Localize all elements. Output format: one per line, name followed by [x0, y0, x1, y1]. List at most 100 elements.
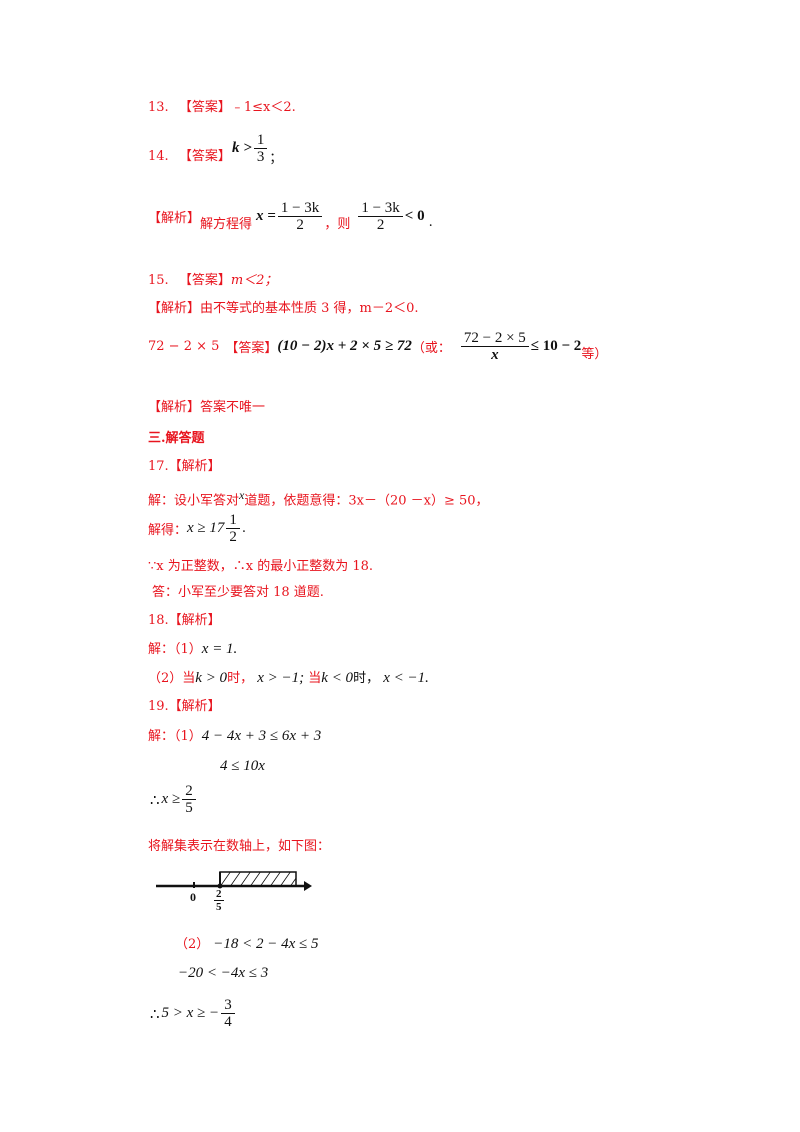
number-line-figure	[156, 871, 312, 891]
q19-line3-a: ∴	[150, 790, 160, 809]
q16-tag: 【答案】	[225, 341, 278, 356]
q18-line2: （2）当k > 0时， x > −1; 当k < 0时， x < −1.	[148, 669, 429, 688]
q14-analysis-frac1: 1 − 3k 2	[277, 200, 323, 233]
q14-analysis-frac1-num: 1 − 3k	[277, 200, 323, 217]
q14-analysis-text: 解方程得	[200, 217, 253, 232]
q19-line3: ∴ x ≥ 2 5	[150, 783, 198, 816]
q19-line3-frac-num: 2	[182, 783, 196, 800]
q17-line1: 解：设小军答对x道题，依题意得：3x－（20 －x）≥ 50，	[148, 486, 489, 510]
q14-tag: 【答案】	[178, 149, 231, 164]
q18-line2-h: x < −1.	[383, 670, 429, 686]
q17-line2-a: 解得：	[148, 523, 188, 538]
q18-head: 18.【解析】	[148, 613, 221, 628]
q19-head: 19.【解析】	[148, 699, 221, 714]
q15-analysis-tag: 【解析】	[148, 301, 201, 316]
number-line-arrow	[304, 881, 312, 891]
q14-analysis-then: ，则	[324, 217, 351, 232]
q13-line: 13. 【答案】﹣1≤x＜2.	[148, 99, 296, 117]
q17-line2-frac-den: 2	[229, 529, 237, 545]
q16-rel: ≤ 10 − 2	[530, 338, 582, 354]
q17-line1-b: 道题，依题意得：3x－（20 －x）≥ 50，	[244, 493, 489, 509]
q15-analysis: 【解析】由不等式的基本性质 3 得，m－2＜0.	[148, 300, 419, 318]
q16-fraction-den: x	[491, 347, 499, 363]
q14-tail: ；	[269, 151, 283, 166]
q18-line2-c: 时，	[227, 671, 254, 686]
axis-zero-label: 0	[190, 890, 196, 904]
q19-line5-a: （2）	[175, 937, 210, 952]
q19-line3-frac: 2 5	[182, 783, 196, 816]
q13-number: 13.	[148, 100, 169, 115]
solution-region	[219, 871, 297, 887]
q17-line1-x: x	[239, 488, 245, 502]
q19-line7-frac-num: 3	[221, 997, 235, 1014]
q13-answer: ﹣1≤x＜2.	[230, 100, 296, 115]
q18-line2-f: k < 0	[321, 670, 354, 686]
axis-fraction-label: 2 5	[214, 888, 224, 913]
q18-line2-g: 时，	[353, 671, 380, 686]
q17-line2-frac-num: 1	[226, 512, 240, 529]
q14-answer: k > 1 3 ；	[232, 131, 282, 166]
q19-line1-b: 4 − 4x + 3 ≤ 6x + 3	[201, 728, 322, 744]
q19-line7-frac-den: 4	[224, 1014, 232, 1030]
q13-tag: 【答案】	[178, 100, 231, 115]
q14-line: 14. 【答案】	[148, 148, 231, 166]
q19-line2: 4 ≤ 10x	[220, 758, 265, 774]
q19-line3-b: x ≥	[161, 791, 181, 807]
q14-number: 14.	[148, 149, 169, 164]
q14-analysis-frac1-den: 2	[296, 217, 304, 233]
q17-line3: ∵x 为正整数，∴x 的最小正整数为 18.	[148, 559, 374, 574]
q14-analysis-frac2-num: 1 − 3k	[358, 200, 403, 217]
q18-line1: 解：（1）x = 1.	[148, 640, 237, 659]
q18-line1-a: 解：（1）	[148, 642, 202, 657]
q14-fraction-num: 1	[253, 132, 268, 149]
q15-answer: m＜2；	[230, 273, 278, 288]
q15-tag: 【答案】	[178, 273, 231, 288]
q14-analysis-end: .	[428, 215, 433, 230]
q17-line4: 答：小军至少要答对 18 道题.	[152, 585, 324, 600]
q16-fraction: 72 − 2 × 5 x	[460, 330, 529, 363]
axis-fraction-num: 2	[214, 888, 224, 901]
q17-head: 17.【解析】	[148, 459, 221, 474]
q14-fraction-den: 3	[256, 149, 265, 165]
q19-line1: 解：（1）4 − 4x + 3 ≤ 6x + 3	[148, 727, 321, 746]
q14-analysis-tag: 【解析】	[148, 211, 201, 226]
q16-analysis-tag: 【解析】	[148, 400, 201, 415]
q18-line2-b: k > 0	[195, 670, 228, 686]
q19-line3-frac-den: 5	[185, 800, 193, 816]
q16-or: （或：	[411, 341, 451, 356]
q16-analysis-text: 答案不唯一	[200, 400, 266, 415]
q14-analysis: 【解析】 解方程得 x = 1 − 3k 2 ，则 1 − 3k 2 < 0 .	[148, 200, 433, 233]
q15-analysis-text: 由不等式的基本性质 3 得，m－2＜0.	[200, 301, 419, 316]
q19-line7-b: 5 > x ≥ −	[161, 1005, 220, 1021]
q19-line7: ∴ 5 > x ≥ − 3 4	[150, 997, 237, 1030]
solution-endpoint	[217, 883, 223, 889]
q16-end: 等）	[581, 347, 608, 362]
q14-analysis-frac2-den: 2	[376, 217, 385, 233]
q17-line1-a: 解：设小军答对	[148, 493, 240, 509]
axis-fraction-den: 5	[216, 901, 222, 913]
q19-line7-frac: 3 4	[221, 997, 235, 1030]
q14-lhs: k >	[232, 140, 252, 156]
q19-line4: 将解集表示在数轴上，如下图：	[148, 839, 331, 854]
q16-fraction-num: 72 − 2 × 5	[460, 330, 529, 347]
q14-analysis-rel: < 0	[404, 208, 425, 224]
q16-analysis: 【解析】答案不唯一	[148, 399, 265, 417]
q18-line2-d: x > −1;	[257, 670, 305, 686]
q19-line7-a: ∴	[150, 1004, 160, 1023]
q17-line2: 解得： x ≥ 17 1 2 .	[148, 512, 246, 545]
q15-number: 15.	[148, 273, 169, 288]
q17-line2-b: x ≥ 17	[187, 520, 225, 536]
q18-line1-b: x = 1.	[201, 641, 238, 657]
q18-line2-e: 当	[308, 671, 322, 686]
q19-line6: −20 < −4x ≤ 3	[178, 965, 269, 981]
q15-line: 15. 【答案】m＜2；	[148, 272, 277, 290]
q19-line5: （2）−18 < 2 − 4x ≤ 5	[175, 935, 319, 954]
q19-line5-b: −18 < 2 − 4x ≤ 5	[213, 936, 319, 952]
q14-fraction: 1 3	[253, 132, 268, 165]
q14-analysis-frac2: 1 − 3k 2	[358, 200, 403, 233]
q17-line2-frac: 1 2	[226, 512, 240, 545]
q14-analysis-x: x =	[256, 208, 276, 224]
q19-line1-a: 解：（1）	[148, 729, 202, 744]
q16-number: 72 − 2 × 5	[148, 339, 220, 354]
q16-expr: (10 − 2)x + 2 × 5 ≥ 72	[277, 338, 412, 354]
